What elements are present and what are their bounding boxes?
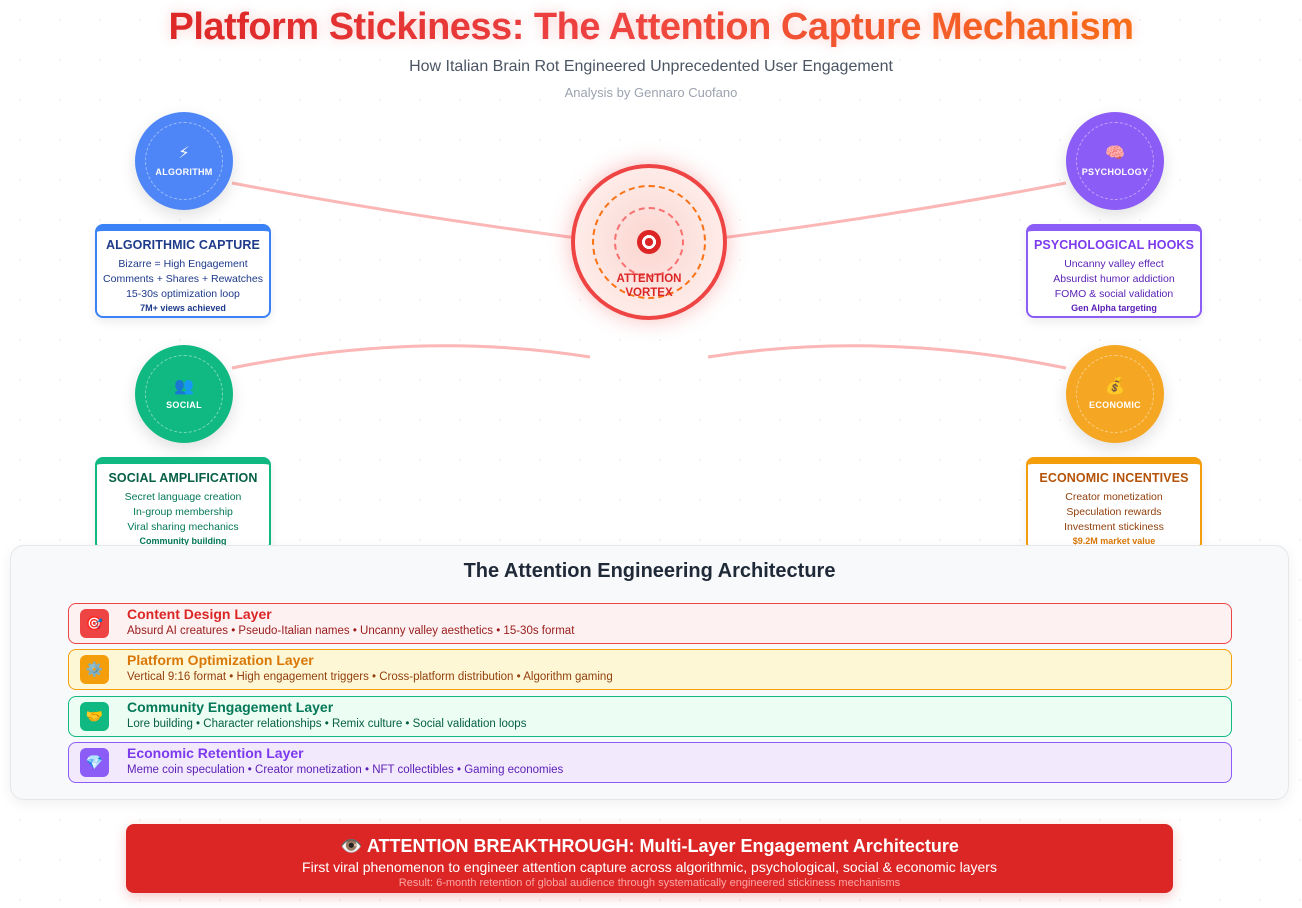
card-highlight: Community building [139,536,227,546]
target-icon [637,230,661,254]
connector-psychology [705,181,1067,242]
breakthrough-banner: 👁️ ATTENTION BREAKTHROUGH: Multi-Layer E… [126,824,1173,893]
card-title: SOCIAL AMPLIFICATION [108,471,258,485]
card-item: In-group membership [133,506,233,518]
card-title: ALGORITHMIC CAPTURE [106,238,260,252]
brain-icon: 🧠 [1105,145,1125,162]
eye-icon: 👁️ [340,836,363,856]
card-highlight: Gen Alpha targeting [1071,303,1157,313]
node-label: PSYCHOLOGY [1081,167,1149,177]
card-item: Viral sharing mechanics [127,521,239,533]
card-item: Investment stickiness [1064,521,1164,533]
gear-icon: ⚙️ [80,655,109,684]
node-label: ECONOMIC [1089,400,1141,410]
card-item: Uncanny valley effect [1064,258,1164,270]
card-item: Creator monetization [1065,491,1163,503]
card-item: Speculation rewards [1066,506,1162,518]
node-social: 👥 SOCIAL [135,345,233,443]
node-label: SOCIAL [166,400,202,410]
target-icon: 🎯 [80,609,109,638]
card-item: Bizarre = High Engagement [118,258,248,270]
card-title: ECONOMIC INCENTIVES [1039,471,1189,485]
architecture-panel: The Attention Engineering Architecture 🎯… [10,545,1289,800]
layer-description: Vertical 9:16 format • High engagement t… [127,671,613,683]
layer-community-engagement: 🤝 Community Engagement Layer Lore buildi… [68,696,1232,737]
card-highlight: 7M+ views achieved [140,303,226,313]
vortex-ring-inner [614,207,684,277]
layer-description: Absurd AI creatures • Pseudo-Italian nam… [127,625,575,637]
card-item: FOMO & social validation [1054,288,1174,300]
layer-title: Platform Optimization Layer [127,652,314,668]
vortex-ring-outer [592,185,706,299]
connector-economic [707,344,1067,370]
node-algorithm: ⚡ ALGORITHM [135,112,233,210]
connector-algorithm [231,181,593,242]
author-credit: Analysis by Gennaro Cuofano [564,85,738,100]
banner-result: Result: 6-month retention of global audi… [398,877,901,889]
card-social-amplification: SOCIAL AMPLIFICATION Secret language cre… [95,457,271,551]
node-psychology: 🧠 PSYCHOLOGY [1066,112,1164,210]
gem-icon: 💎 [80,748,109,777]
layer-title: Content Design Layer [127,606,272,622]
card-item: Secret language creation [124,491,242,503]
layer-description: Lore building • Character relationships … [127,718,527,730]
card-title: PSYCHOLOGICAL HOOKS [1033,238,1195,252]
money-bag-icon: 💰 [1105,378,1125,395]
architecture-title: The Attention Engineering Architecture [463,560,836,582]
lightning-icon: ⚡ [178,145,190,162]
connector-social [231,344,591,370]
card-item: 15-30s optimization loop [126,288,240,300]
layer-title: Economic Retention Layer [127,745,304,761]
card-item: Comments + Shares + Rewatches [103,273,263,285]
layer-content-design: 🎯 Content Design Layer Absurd AI creatur… [68,603,1232,644]
layer-description: Meme coin speculation • Creator monetiza… [127,764,564,776]
node-economic: 💰 ECONOMIC [1066,345,1164,443]
layer-title: Community Engagement Layer [127,699,334,715]
card-item: Absurdist humor addiction [1053,273,1175,285]
card-highlight: $9.2M market value [1072,536,1156,546]
card-psychological-hooks: PSYCHOLOGICAL HOOKS Uncanny valley effec… [1026,224,1202,318]
card-algorithmic-capture: ALGORITHMIC CAPTURE Bizarre = High Engag… [95,224,271,318]
handshake-icon: 🤝 [80,702,109,731]
vortex-label: ATTENTION VORTEX [616,273,682,299]
people-icon: 👥 [174,378,194,395]
layer-platform-optimization: ⚙️ Platform Optimization Layer Vertical … [68,649,1232,690]
layer-economic-retention: 💎 Economic Retention Layer Meme coin spe… [68,742,1232,783]
node-label: ALGORITHM [155,167,213,177]
attention-vortex: ATTENTION VORTEX [571,164,727,320]
card-economic-incentives: ECONOMIC INCENTIVES Creator monetization… [1026,457,1202,551]
banner-subtitle: First viral phenomenon to engineer atten… [302,859,997,875]
page-title: Platform Stickiness: The Attention Captu… [168,6,1135,48]
banner-title: 👁️ ATTENTION BREAKTHROUGH: Multi-Layer E… [340,836,959,856]
page-subtitle: How Italian Brain Rot Engineered Unprece… [409,58,893,75]
